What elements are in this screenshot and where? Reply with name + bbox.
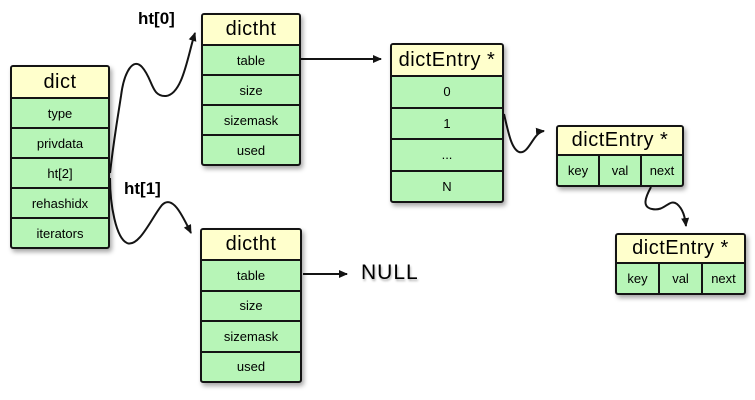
arrow-bucket1-to-dictentry1 <box>503 113 545 154</box>
node-dictht-bottom-title: dictht <box>202 230 300 261</box>
node-dictentry-1-cell-next: next <box>640 156 682 185</box>
node-dict-title: dict <box>12 67 108 99</box>
node-dict-row-privdata: privdata <box>12 127 108 157</box>
node-dictentry-1-cell-val: val <box>598 156 640 185</box>
node-dictht-bottom-row-size: size <box>202 289 300 321</box>
node-dictentry-2: dictEntry * key val next <box>615 233 746 295</box>
node-dictht-top-row-used: used <box>203 134 299 164</box>
node-dictentry-2-cell-key: key <box>627 271 648 286</box>
node-dictentry-1-title: dictEntry * <box>558 127 682 156</box>
node-dictht-bottom: dictht table size sizemask used <box>200 228 302 383</box>
node-dictht-top-row-table: table <box>236 52 266 68</box>
node-dictht-top: dictht table size sizemask used <box>201 13 301 166</box>
node-dict: dict type privdata ht[2] rehashidx itera… <box>10 65 110 249</box>
node-dictentry-array-row-n: N <box>392 169 502 202</box>
node-dictentry-array-row-ellipsis: ... <box>392 138 502 170</box>
arrow-next-to-dictentry2 <box>644 186 690 227</box>
node-dictentry-array-row-0: 0 <box>443 84 451 100</box>
node-dictht-bottom-row-table: table <box>236 267 266 283</box>
node-dictht-top-title: dictht <box>203 15 299 46</box>
node-dictentry-2-title: dictEntry * <box>617 235 744 264</box>
node-dictentry-1: dictEntry * key val next <box>556 125 684 187</box>
node-dictentry-2-cell-next: next <box>701 264 744 293</box>
node-dictentry-1-cell-key: key <box>567 163 589 178</box>
node-dictht-bottom-row-used: used <box>202 350 300 382</box>
node-dict-row-ht2: ht[2] <box>12 157 108 187</box>
label-ht1: ht[1] <box>124 179 161 198</box>
node-dictht-bottom-row-sizemask: sizemask <box>202 320 300 351</box>
node-dictht-top-row-sizemask: sizemask <box>203 104 299 134</box>
node-dictentry-array: dictEntry * 0 1 ... N <box>390 43 504 203</box>
label-ht0: ht[0] <box>138 9 175 28</box>
node-dictentry-array-title: dictEntry * <box>392 45 502 77</box>
node-dict-row-type: type <box>47 105 73 121</box>
label-null: NULL <box>361 261 419 284</box>
arrow-ht0-to-dictht-top <box>109 32 197 174</box>
node-dict-row-rehashidx: rehashidx <box>12 187 108 217</box>
node-dictht-top-row-size: size <box>203 74 299 104</box>
node-dict-row-iterators: iterators <box>12 217 108 247</box>
node-dictentry-2-cells: key val next <box>617 264 744 293</box>
node-dictentry-2-cell-val: val <box>658 264 701 293</box>
node-dictentry-array-row-1: 1 <box>392 106 502 139</box>
node-dictentry-1-cells: key val next <box>558 156 682 185</box>
